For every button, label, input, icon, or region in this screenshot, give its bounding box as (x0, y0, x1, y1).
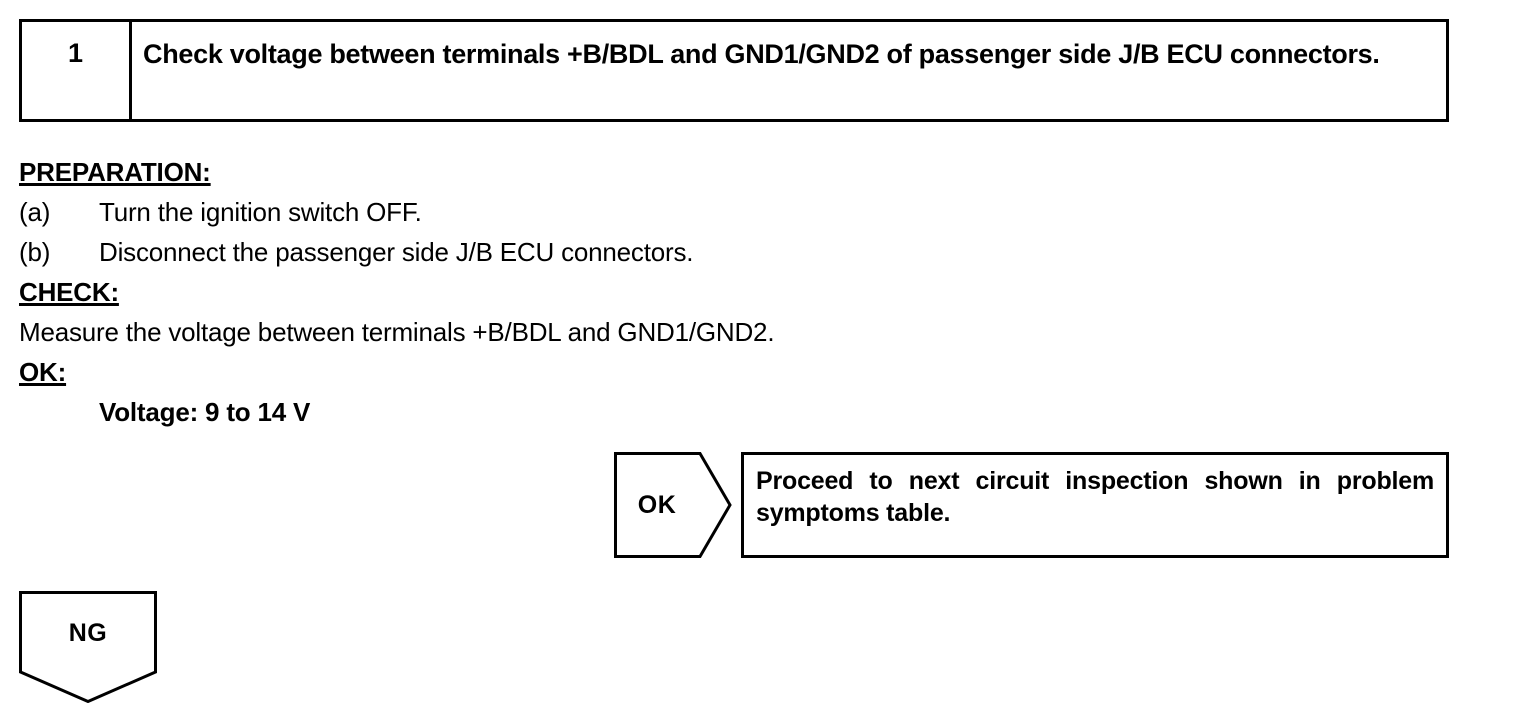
ok-arrow-shape (614, 452, 732, 558)
ok-heading-line: OK: (19, 352, 1459, 392)
step-number: 1 (67, 38, 84, 68)
ng-branch-arrow: NG (19, 591, 157, 703)
preparation-item-b: (b) Disconnect the passenger side J/B ECU… (19, 232, 1459, 272)
check-text: Measure the voltage between terminals +B… (19, 317, 775, 347)
ok-result-text: Proceed to next circuit inspection shown… (756, 467, 1434, 527)
preparation-heading-line: PREPARATION: (19, 152, 1459, 192)
ok-spec-line: Voltage: 9 to 14 V (19, 392, 1459, 432)
ok-spec-text: Voltage: 9 to 14 V (99, 397, 311, 427)
check-text-line: Measure the voltage between terminals +B… (19, 312, 1459, 352)
procedure-body: PREPARATION: (a) Turn the ignition switch… (19, 152, 1459, 432)
ng-branch-label: NG (68, 618, 108, 647)
ng-arrow-shape (19, 591, 157, 703)
ok-branch-label: OK (637, 490, 677, 519)
step-title-cell: Check voltage between terminals +B/BDL a… (132, 22, 1446, 119)
ok-branch: OK Proceed to next circuit inspection sh… (614, 452, 1449, 558)
step-number-cell: 1 (22, 22, 132, 119)
preparation-item-a-label: (a) (19, 197, 51, 227)
ok-branch-arrow: OK (614, 452, 732, 558)
check-heading: CHECK: (19, 277, 119, 307)
preparation-item-b-text: Disconnect the passenger side J/B ECU co… (99, 237, 694, 267)
ok-heading: OK: (19, 357, 67, 387)
step-header-table: 1 Check voltage between terminals +B/BDL… (19, 19, 1449, 122)
preparation-item-a-text: Turn the ignition switch OFF. (99, 197, 422, 227)
step-title: Check voltage between terminals +B/BDL a… (143, 39, 1380, 69)
ok-result-box: Proceed to next circuit inspection shown… (741, 452, 1449, 558)
preparation-item-b-label: (b) (19, 237, 51, 267)
preparation-heading: PREPARATION: (19, 157, 211, 187)
preparation-item-a: (a) Turn the ignition switch OFF. (19, 192, 1459, 232)
check-heading-line: CHECK: (19, 272, 1459, 312)
